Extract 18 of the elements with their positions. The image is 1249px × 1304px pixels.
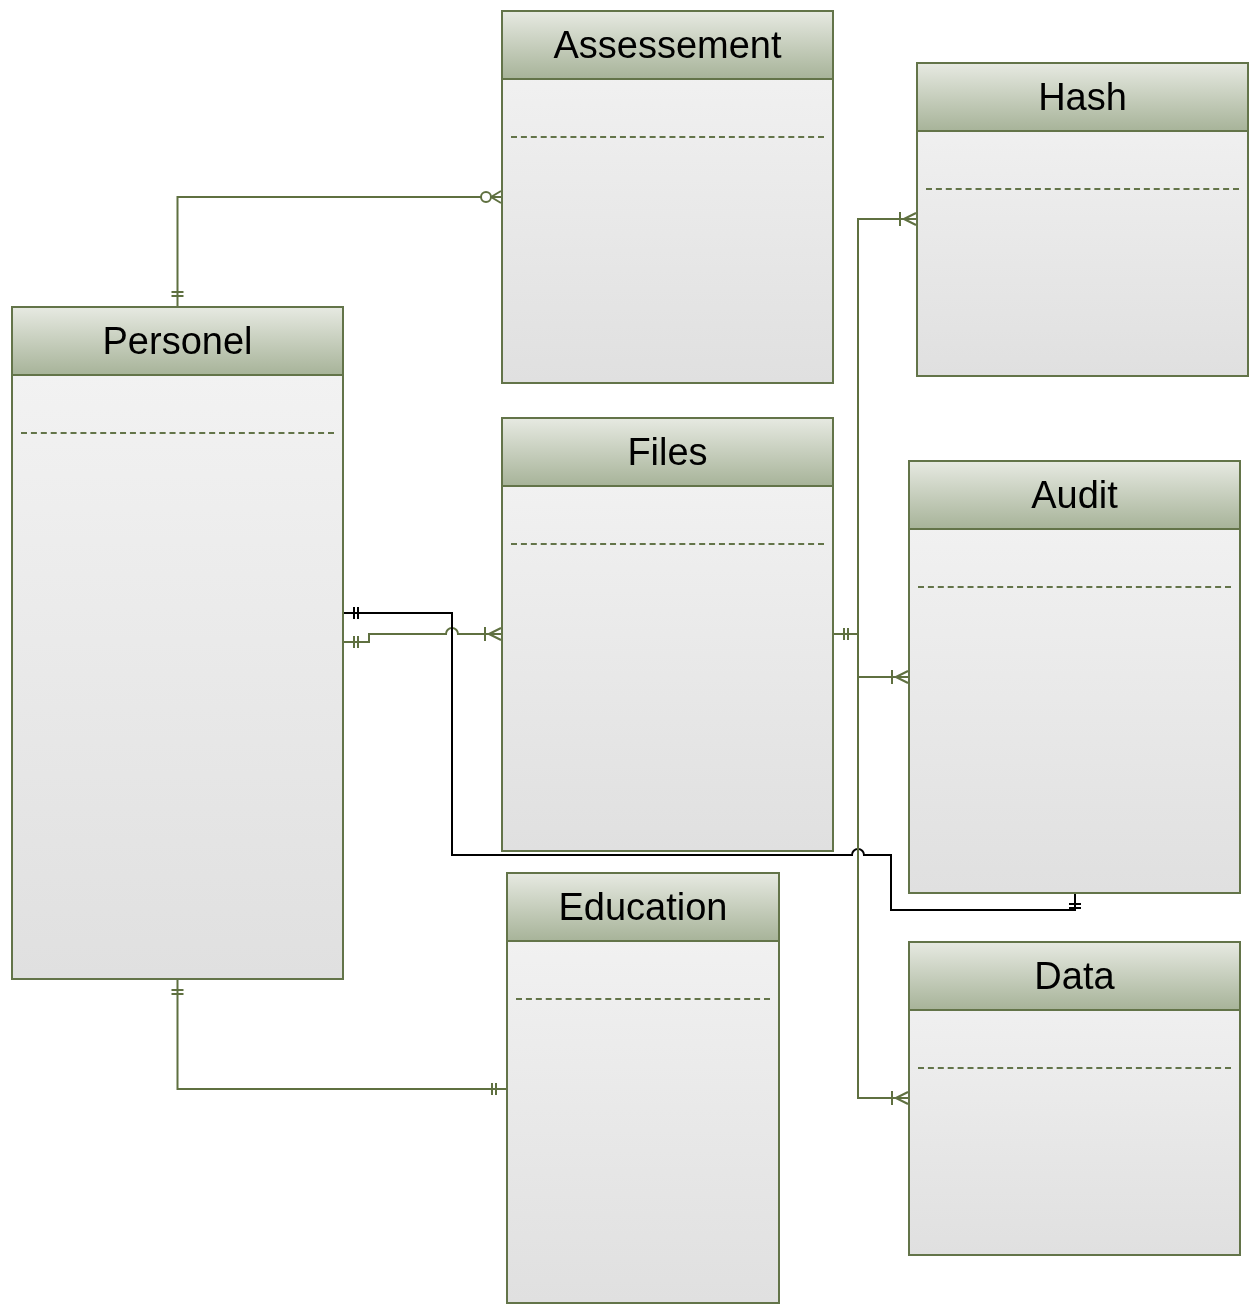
entity-box <box>506 872 780 1304</box>
entity-title: Assessement <box>553 26 782 64</box>
entity-box <box>11 306 344 980</box>
entity-box <box>501 417 834 852</box>
entity-box <box>916 62 1249 377</box>
relationship-line <box>343 626 502 649</box>
entity-title: Hash <box>1038 78 1127 116</box>
relationship-line <box>343 606 1082 911</box>
entity-title: Files <box>627 433 708 471</box>
entity-title: Audit <box>1031 476 1118 514</box>
relationship-line <box>170 190 502 307</box>
relationship-line <box>170 979 507 1096</box>
entity-box <box>501 10 834 384</box>
entity-title: Education <box>558 888 728 926</box>
entity-box <box>908 460 1241 894</box>
entity-box <box>908 941 1241 1256</box>
entity-title: Personel <box>102 322 253 360</box>
entity-title: Data <box>1034 957 1115 995</box>
